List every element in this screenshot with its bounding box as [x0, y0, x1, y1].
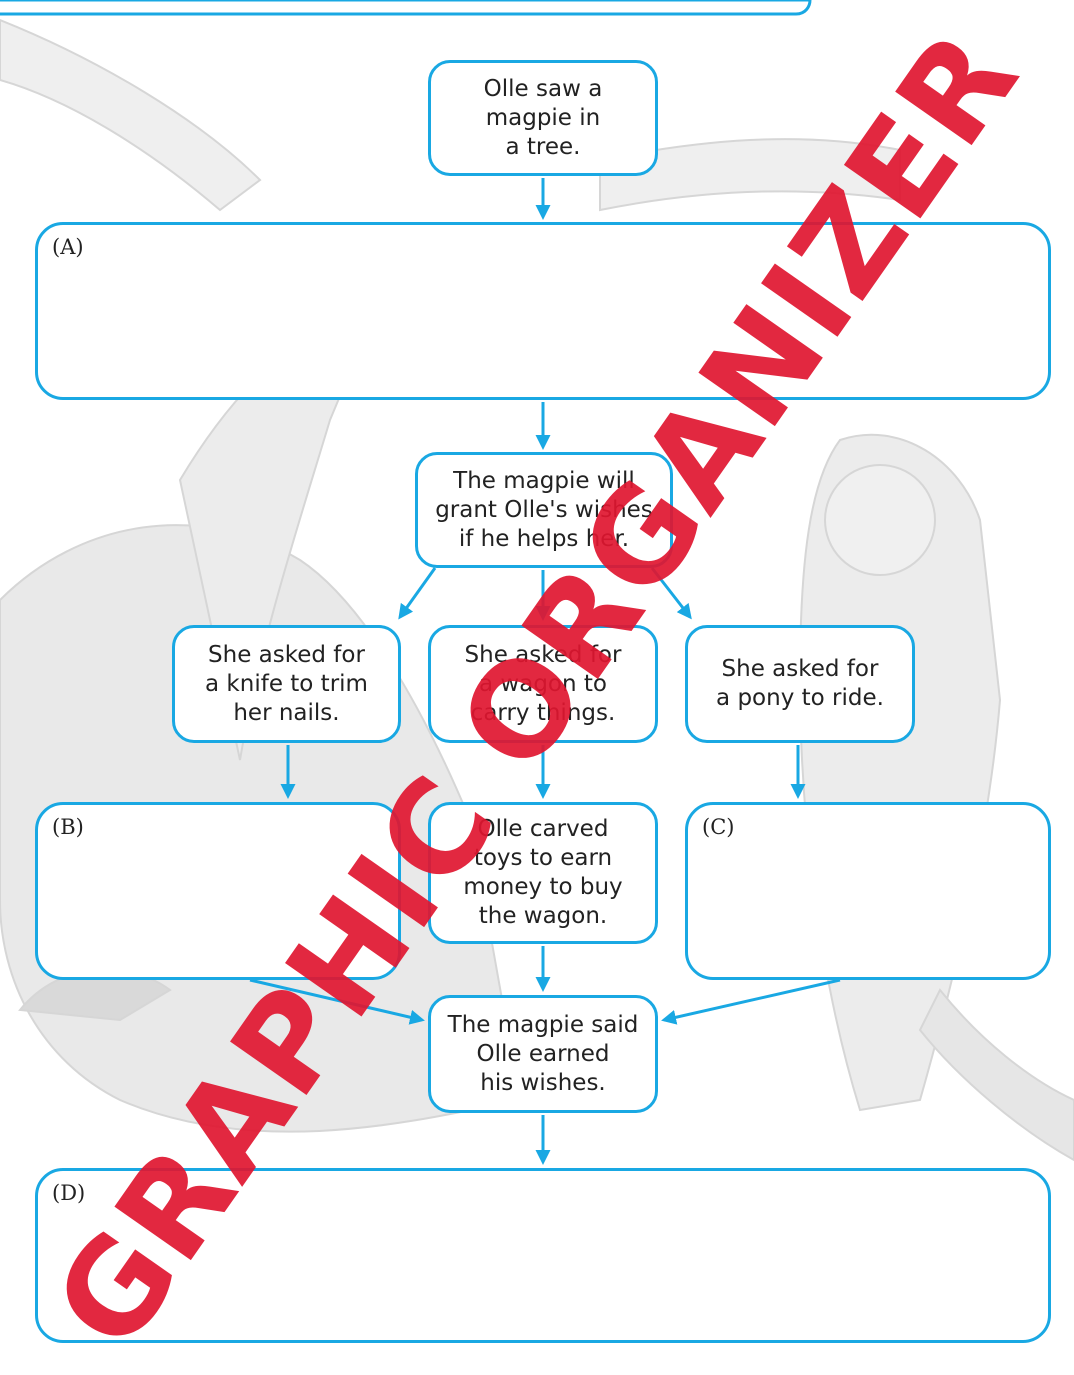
node-text: The magpie said Olle earned his wishes.: [447, 1011, 639, 1096]
node-magpie-said-earned: The magpie said Olle earned his wishes.: [428, 995, 658, 1113]
label-a: (A): [52, 235, 84, 259]
node-olle-saw-magpie: Olle saw a magpie in a tree.: [428, 60, 658, 176]
node-text: Olle saw a magpie in a tree.: [483, 75, 603, 160]
arrow-grant-to-knife: [398, 567, 437, 620]
node-text: The magpie will grant Olle's wishes if h…: [435, 467, 653, 552]
arrow-c-to-earned: [661, 978, 841, 1025]
label-b: (B): [52, 815, 84, 839]
arrow-b-to-earned: [249, 978, 425, 1025]
answer-box-b[interactable]: (B): [35, 802, 401, 980]
answer-box-a[interactable]: (A): [35, 222, 1051, 400]
node-olle-carved-toys: Olle carved toys to earn money to buy th…: [428, 802, 658, 944]
node-text: She asked for a pony to ride.: [716, 656, 884, 711]
node-text: She asked for a wagon to carry things.: [464, 641, 622, 726]
node-text: She asked for a knife to trim her nails.: [205, 641, 368, 726]
node-asked-knife: She asked for a knife to trim her nails.: [172, 625, 401, 743]
node-magpie-grant-wishes: The magpie will grant Olle's wishes if h…: [415, 452, 673, 568]
flow-arrows: [249, 178, 841, 1165]
answer-box-d[interactable]: (D): [35, 1168, 1051, 1343]
label-d: (D): [52, 1181, 86, 1205]
answer-box-c[interactable]: (C): [685, 802, 1051, 980]
arrow-grant-to-pony: [650, 567, 692, 620]
node-asked-pony: She asked for a pony to ride.: [685, 625, 915, 743]
node-text: Olle carved toys to earn money to buy th…: [463, 816, 623, 929]
label-c: (C): [702, 815, 735, 839]
node-asked-wagon: She asked for a wagon to carry things.: [428, 625, 658, 743]
